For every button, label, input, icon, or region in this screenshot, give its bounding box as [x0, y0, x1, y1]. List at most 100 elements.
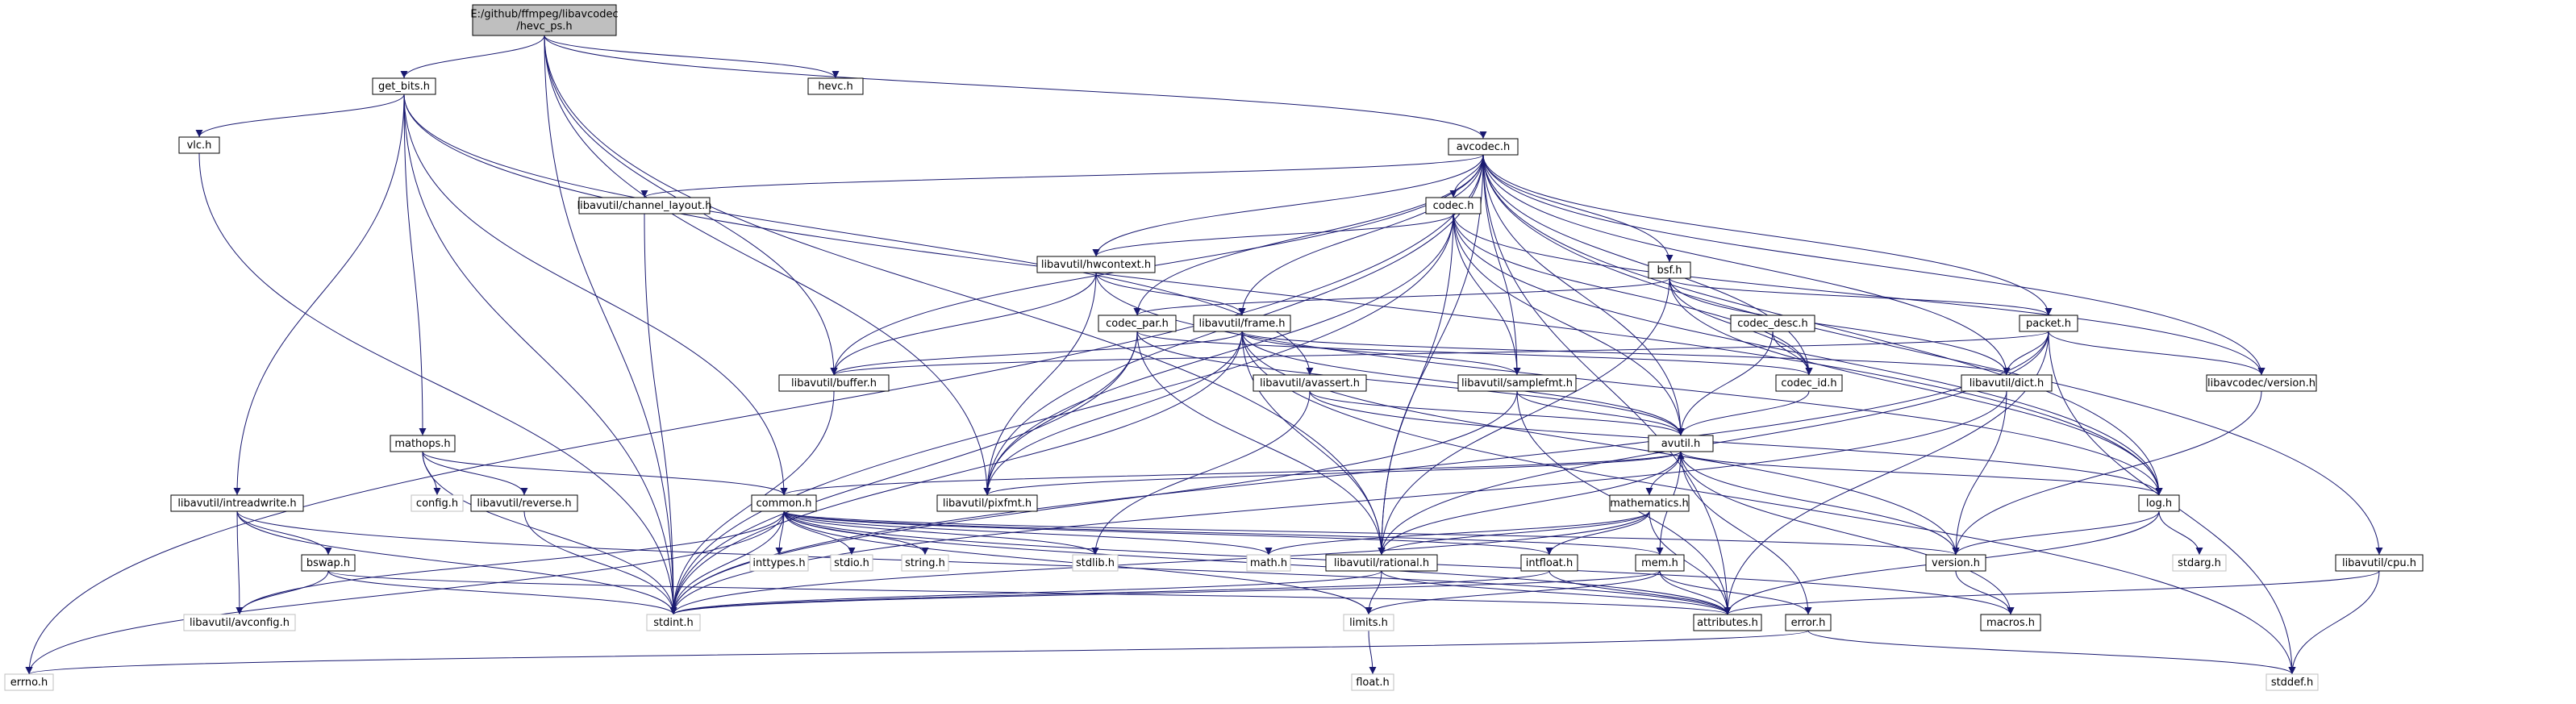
node-box	[1253, 374, 1367, 392]
edge-codec_par-to-avutil	[1136, 331, 1685, 436]
edge-bsf-to-dict	[1669, 277, 2011, 376]
edge-codec-to-codec_id	[1453, 213, 1813, 376]
node-label: libavutil/dict.h	[1970, 377, 2045, 389]
node-error[interactable]: error.h	[1785, 614, 1832, 631]
edge-bsf-to-packet	[1669, 277, 2053, 316]
edge-mathematics-to-intfloat	[1545, 510, 1650, 556]
node-box	[749, 554, 809, 572]
edge-hevc_ps-to-get_bits	[400, 35, 545, 79]
node-intfloat[interactable]: intfloat.h	[1520, 554, 1578, 572]
node-avutil[interactable]: avutil.h	[1648, 435, 1714, 452]
node-hwcontext[interactable]: libavutil/hwcontext.h	[1036, 256, 1156, 273]
node-stdio: stdio.h	[830, 554, 873, 572]
edge-mathops-to-reverse	[422, 451, 528, 496]
node-codec-id[interactable]: codec_id.h	[1775, 374, 1843, 392]
edge-hevc_ps-to-stdint	[544, 35, 677, 615]
node-vlc[interactable]: vlc.h	[178, 136, 220, 154]
node-reverse[interactable]: libavutil/reverse.h	[470, 494, 578, 512]
node-avassert[interactable]: libavutil/avassert.h	[1253, 374, 1367, 392]
edge-avcodec-to-frame	[1238, 154, 1484, 316]
edge-avutil-to-log	[1680, 451, 2163, 496]
edge-avcodec-to-codec_id	[1482, 154, 1813, 376]
node-buffer[interactable]: libavutil/buffer.h	[778, 374, 890, 392]
node-box	[578, 197, 711, 215]
node-mathops[interactable]: mathops.h	[390, 435, 456, 452]
edge-get_bits-to-common	[403, 94, 788, 496]
edge-get_bits-to-vlc	[195, 94, 405, 138]
node-get-bits[interactable]: get_bits.h	[372, 77, 436, 95]
edge-packet-to-stdint	[669, 331, 2049, 615]
edge-mathops-to-stdint	[422, 451, 677, 615]
node-bswap[interactable]: bswap.h	[301, 554, 356, 572]
edge-packet-to-lavc_version	[2048, 331, 2265, 376]
edge-codec_par-to-rational	[1136, 331, 1386, 556]
node-channel-layout[interactable]: libavutil/channel_layout.h	[577, 197, 712, 215]
edge-codec_par-to-stdint	[669, 331, 1138, 615]
node-codec-desc[interactable]: codec_desc.h	[1730, 315, 1815, 332]
edge-intfloat-to-stdint	[669, 570, 1550, 615]
node-hevc[interactable]: hevc.h	[807, 77, 864, 95]
node-box	[1785, 614, 1832, 631]
node-label: errno.h	[10, 677, 48, 689]
node-label: codec_par.h	[1106, 318, 1169, 330]
edge-avutil-to-rational	[1378, 451, 1682, 556]
node-rational[interactable]: libavutil/rational.h	[1325, 554, 1438, 572]
node-inttypes: inttypes.h	[749, 554, 809, 572]
node-box	[1036, 256, 1156, 273]
node-box	[1425, 197, 1482, 215]
node-log[interactable]: log.h	[2138, 494, 2180, 512]
edge-codec-to-samplefmt	[1453, 213, 1521, 376]
edge-avcodec-to-codec_par	[1133, 154, 1484, 316]
node-box	[4, 673, 54, 691]
edge-avcodec-to-attributes	[1482, 154, 1732, 615]
node-codec[interactable]: codec.h	[1425, 197, 1482, 215]
node-label: bswap.h	[306, 557, 350, 569]
node-packet[interactable]: packet.h	[2019, 315, 2078, 332]
node-label: /hevc_ps.h	[516, 21, 572, 33]
node-hevc-ps[interactable]: E:/github/ffmpeg/libavcodec/hevc_ps.h	[470, 4, 619, 36]
edge-intreadwrite-to-stdint	[236, 510, 677, 615]
node-label: libavutil/cpu.h	[2342, 557, 2416, 569]
edge-hwcontext-to-frame	[1095, 272, 1246, 316]
node-label: packet.h	[2026, 318, 2071, 330]
node-mem[interactable]: mem.h	[1635, 554, 1685, 572]
edge-frame-to-version	[1241, 331, 1960, 556]
edge-bsf-to-log	[1669, 277, 2163, 496]
node-label: libavutil/avassert.h	[1260, 377, 1360, 389]
edge-hwcontext-to-buffer	[830, 272, 1097, 376]
node-attributes[interactable]: attributes.h	[1693, 614, 1762, 631]
node-label: common.h	[757, 498, 812, 510]
node-frame[interactable]: libavutil/frame.h	[1193, 315, 1291, 332]
edge-bswap-to-avconfig	[236, 570, 329, 615]
node-samplefmt[interactable]: libavutil/samplefmt.h	[1457, 374, 1577, 392]
node-box	[170, 494, 304, 512]
node-macros[interactable]: macros.h	[1980, 614, 2041, 631]
edge-avcodec-to-log	[1482, 154, 2163, 496]
node-label: config.h	[416, 498, 458, 510]
node-intreadwrite[interactable]: libavutil/intreadwrite.h	[170, 494, 304, 512]
node-box	[1325, 554, 1438, 572]
node-pixfmt[interactable]: libavutil/pixfmt.h	[936, 494, 1038, 512]
node-avcodec[interactable]: avcodec.h	[1448, 138, 1519, 156]
node-lavc-version[interactable]: libavcodec/version.h	[2206, 374, 2317, 392]
node-label: libavutil/hwcontext.h	[1041, 259, 1151, 271]
node-box	[372, 77, 436, 95]
node-mathematics[interactable]: mathematics.h	[1609, 494, 1690, 512]
edge-frame-to-stdint	[669, 331, 1243, 615]
edge-hevc_ps-to-avcodec	[544, 35, 1487, 140]
node-box	[1693, 614, 1762, 631]
node-common[interactable]: common.h	[751, 494, 817, 512]
node-version[interactable]: version.h	[1925, 554, 1986, 572]
edge-intreadwrite-to-attributes	[236, 510, 1732, 615]
edge-avcodec-to-cpu	[1482, 154, 2383, 556]
node-config: config.h	[411, 494, 464, 512]
node-codec-par[interactable]: codec_par.h	[1098, 315, 1177, 332]
node-bsf[interactable]: bsf.h	[1648, 261, 1691, 279]
edge-error-to-errno	[26, 630, 1809, 675]
node-cpu[interactable]: libavutil/cpu.h	[2335, 554, 2424, 572]
node-label: mathops.h	[394, 438, 450, 450]
node-label: mathematics.h	[1610, 498, 1689, 510]
node-dict[interactable]: libavutil/dict.h	[1961, 374, 2053, 392]
edge-hevc_ps-to-hevc	[544, 35, 840, 79]
node-box	[1098, 315, 1177, 332]
